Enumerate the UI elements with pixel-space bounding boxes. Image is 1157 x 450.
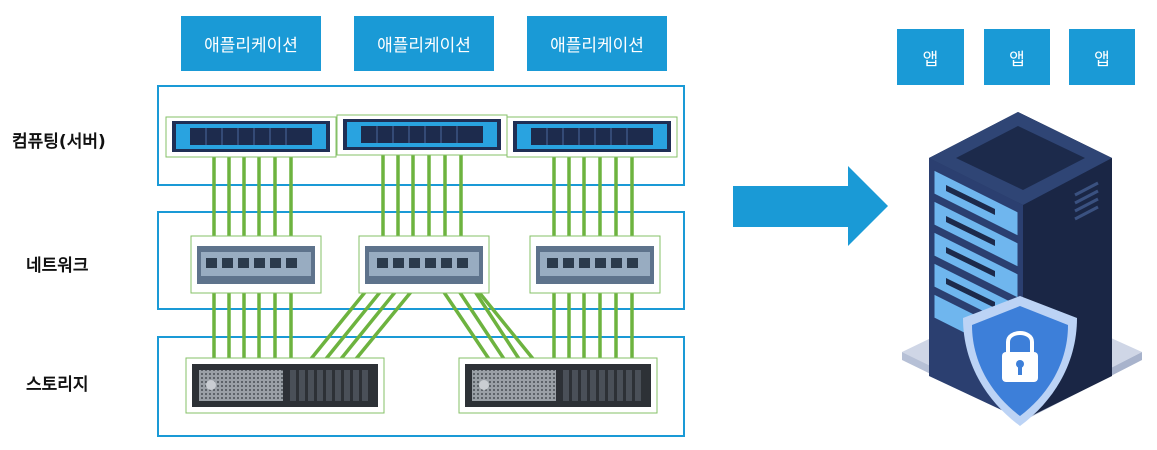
- network-switch-3: [529, 235, 661, 294]
- rack-server-2: [336, 114, 508, 156]
- storage-array-2: [458, 357, 658, 414]
- app-icon-box-3: 앱: [1069, 29, 1135, 85]
- storage-array-1: [185, 357, 385, 414]
- app-icon-box-1: 앱: [897, 29, 964, 85]
- compute-tier-label: 컴퓨팅(서버): [12, 132, 106, 152]
- network-switch-1: [190, 235, 322, 294]
- app-box-1: 애플리케이션: [181, 16, 321, 71]
- app-icon-box-2: 앱: [984, 29, 1050, 85]
- network-switch-2: [358, 235, 490, 294]
- network-tier-label: 네트워크: [26, 256, 89, 276]
- app-box-2: 애플리케이션: [354, 16, 494, 71]
- transition-arrow: [733, 166, 888, 246]
- secure-server-tower: [902, 112, 1142, 426]
- rack-server-3: [506, 116, 678, 158]
- storage-tier-label: 스토리지: [26, 375, 89, 395]
- rack-server-1: [165, 116, 337, 158]
- app-box-3: 애플리케이션: [527, 16, 667, 71]
